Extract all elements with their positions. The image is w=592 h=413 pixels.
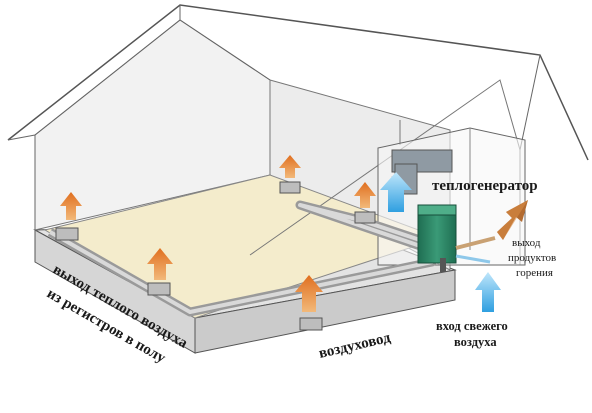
roof-outline — [7, 4, 589, 161]
heat-generator-top — [417, 204, 457, 216]
floor-register — [279, 181, 301, 194]
warm-air-arrow — [147, 248, 173, 280]
duct-label: воздуховод — [317, 330, 392, 362]
floor-register — [55, 227, 79, 241]
floor-register — [354, 211, 376, 224]
roof-eave-left — [7, 134, 36, 141]
warm-air-arrow — [60, 192, 82, 220]
exhaust-label-line-3: горения — [516, 267, 553, 279]
fresh-air-pipe — [455, 254, 491, 264]
warm-air-arrow — [279, 155, 301, 178]
foundation-side — [194, 269, 456, 354]
roof-gable-edge — [519, 54, 541, 151]
air-intake-arrow — [380, 172, 412, 212]
heat-generator-leg — [440, 258, 446, 272]
floor-register — [299, 317, 323, 331]
fresh-air-label-line-2: воздуха — [454, 335, 497, 349]
fresh-air-arrow — [475, 272, 501, 312]
heat-generator-label: теплогенератор — [432, 178, 538, 194]
fresh-air-label-line-1: вход свежего — [436, 319, 508, 333]
exhaust-pipe — [455, 236, 496, 250]
exhaust-label-line-2: продуктов — [508, 252, 556, 264]
floor-register — [147, 282, 171, 296]
exhaust-label-line-1: выход — [512, 237, 541, 249]
exhaust-arrow — [497, 200, 528, 240]
warm-air-arrow — [354, 182, 376, 208]
warm-air-arrow — [295, 275, 323, 312]
